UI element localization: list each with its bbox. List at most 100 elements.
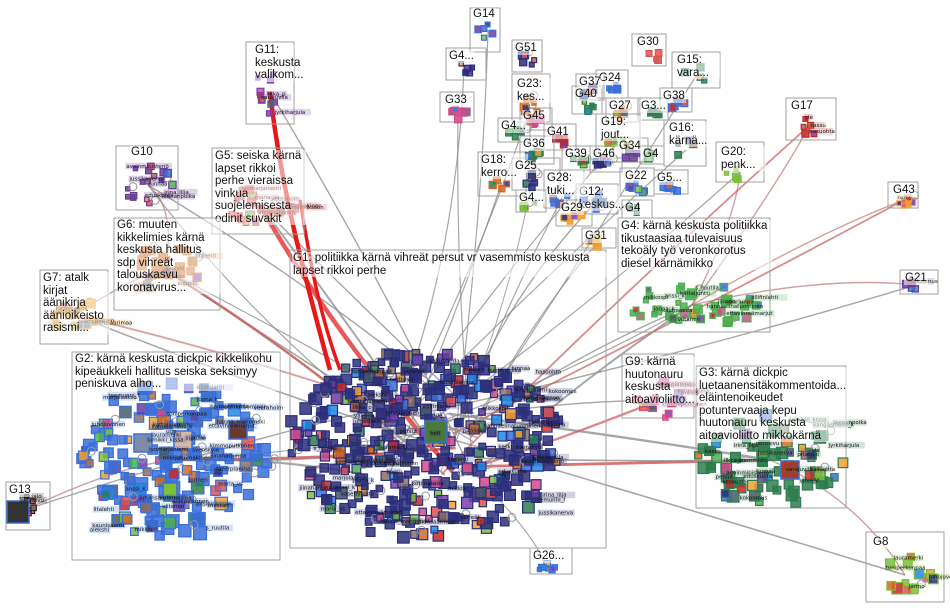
node [479, 379, 493, 393]
handle-bg [433, 412, 443, 420]
handle-bg [148, 446, 189, 453]
node-handle: vasemmisto [341, 492, 375, 498]
node [740, 301, 750, 311]
handle-bg [514, 386, 549, 393]
handle-bg [107, 391, 139, 399]
group-label-g16: G16: kärnä... [668, 122, 710, 147]
handle-bg [351, 368, 392, 375]
handle-bg [534, 368, 560, 376]
node [126, 476, 137, 486]
group-box [289, 249, 607, 549]
group-label-g24: G24 [598, 72, 622, 85]
handle-bg [438, 378, 476, 386]
group-box [5, 481, 51, 531]
node [503, 180, 511, 188]
node-handle: hannaelinatuominen [210, 404, 267, 410]
group-edge [24, 409, 375, 511]
node-handle: hsfi [897, 195, 907, 201]
node [491, 414, 503, 426]
node [315, 412, 327, 423]
node-handle: ettavihreämarjut [726, 311, 773, 317]
handle-bg [531, 453, 569, 461]
node [297, 438, 311, 452]
self-loop [916, 579, 926, 589]
node [344, 389, 356, 400]
group-box [671, 51, 721, 89]
node [513, 386, 526, 398]
handle-bg [497, 443, 523, 450]
node-handle: veeraholm [335, 460, 364, 466]
node-handle: irina_lilja [542, 493, 566, 499]
node [120, 496, 131, 507]
node [645, 292, 654, 300]
node-handle: kajomaeda [429, 359, 459, 365]
handle-bg [159, 494, 194, 501]
node [130, 194, 137, 201]
node-handle: lauramerki [151, 433, 181, 439]
handle-bg [184, 434, 207, 441]
node-handle: kimmoputkonen [374, 461, 419, 467]
handle-bg [520, 458, 567, 465]
handle-bg [742, 473, 771, 480]
group-label-g5b: G5... [656, 172, 683, 185]
node [484, 21, 491, 28]
node [456, 394, 466, 404]
node [837, 457, 849, 469]
handle-bg [208, 442, 249, 450]
node-handle: eduskunta [498, 469, 527, 475]
handle-bg [163, 188, 198, 196]
node-handle: jprinen [540, 397, 561, 403]
group-label-g29: G29 [560, 202, 584, 215]
node-handle: ellifinlahti [751, 295, 778, 301]
node [349, 433, 361, 446]
node [521, 410, 533, 422]
self-loop [86, 446, 96, 456]
node-handle: jiinaharjunpa [717, 300, 754, 306]
node [453, 419, 462, 427]
node [806, 449, 817, 460]
node-handle: keskusta [498, 444, 522, 450]
handle-bg [165, 427, 175, 435]
node [489, 475, 498, 485]
handle-bg [676, 315, 702, 323]
node-handle: lunnaa [756, 469, 775, 475]
node [318, 438, 328, 448]
handle-bg [372, 460, 413, 467]
node-handle: ilkka_p [353, 405, 372, 411]
node-handle: kattaljuntti [680, 291, 710, 297]
node [800, 123, 807, 130]
node [723, 170, 730, 176]
group-box [555, 199, 593, 227]
group-label-g7: G7: atalk kirjat äänikirja äänioikeisto … [42, 272, 110, 335]
group-label-g8: G8 [872, 536, 890, 549]
node [313, 474, 325, 486]
node [377, 358, 386, 367]
node [178, 523, 192, 538]
node [387, 365, 397, 375]
node-handle: pitasalo [463, 429, 485, 435]
handle-bg [429, 430, 442, 437]
node [393, 472, 404, 483]
self-loop [411, 480, 421, 490]
handle-bg [217, 480, 242, 488]
node [720, 489, 730, 499]
node [88, 442, 98, 452]
node-handle: yle [812, 448, 821, 454]
handle-bg [642, 294, 668, 301]
node-handle: irina_lilja [164, 190, 188, 196]
group-label-g3: G3: kärnä dickpic luetaanensitäkommentoi… [698, 367, 850, 442]
node [693, 304, 703, 314]
node [120, 471, 130, 481]
handle-bg [353, 412, 372, 419]
node [478, 442, 487, 451]
node-handle: jussikanerva [757, 451, 793, 457]
node [267, 100, 275, 108]
node [480, 34, 488, 41]
handle-bg [319, 505, 345, 512]
node-handle: svenskyle [516, 445, 544, 451]
node [540, 564, 548, 571]
node [94, 431, 105, 443]
node [215, 479, 228, 492]
handle-bg [170, 497, 209, 505]
node [772, 485, 782, 495]
